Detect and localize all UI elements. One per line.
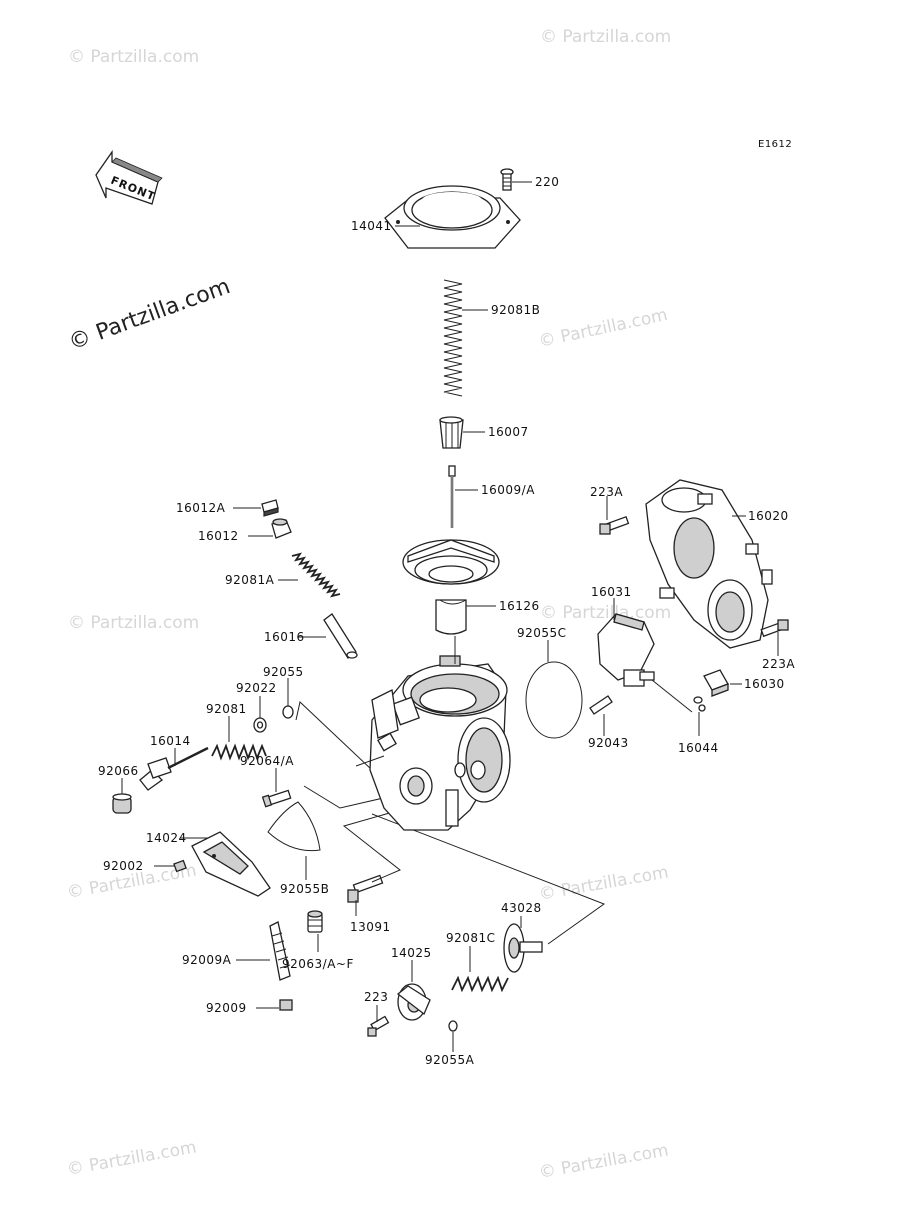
label-16031: 16031 [591,585,632,599]
watermark-text: © Partzilla.com [537,1140,670,1182]
watermark-layer: © Partzilla.com © Partzilla.com © Partzi… [65,27,671,1183]
label-223: 223 [364,990,388,1004]
cover-14024 [191,831,271,897]
clip-16012a [261,499,279,517]
label-92022: 92022 [236,681,277,695]
screw-92009a [269,921,291,981]
screw-92009 [279,999,293,1011]
label-220: 220 [535,175,559,189]
lever-16031 [597,613,655,687]
screw-16014 [139,746,209,791]
label-92081b: 92081B [491,303,540,317]
needle-16009 [448,465,456,528]
fitting-92064a [261,789,292,808]
label-16012a: 16012A [176,501,226,515]
jet-92063 [307,910,323,933]
label-92066: 92066 [98,764,139,778]
label-13091: 13091 [350,920,391,934]
cover-16020 [645,479,773,649]
diagram-code: E1612 [758,139,792,150]
cover-14041 [384,185,521,249]
watermark-text: © Partzilla.com [68,47,199,67]
spring-92081c [451,975,509,993]
diaphragm-16126 [402,539,500,635]
label-16012: 16012 [198,529,239,543]
label-223a-right: 223A [762,657,795,671]
label-16030: 16030 [744,677,785,691]
label-16007: 16007 [488,425,529,439]
cap-16012 [271,518,292,539]
oring-92055c [525,661,583,739]
oring-92055a [448,1020,458,1032]
watermark-text: © Partzilla.com [537,862,670,904]
watermark-text: © Partzilla.com [540,603,671,623]
label-223a-top: 223A [590,485,623,499]
plunger-16016 [323,613,358,659]
label-92009: 92009 [206,1001,247,1015]
screw-223a-right [760,619,789,638]
oring-92055 [282,705,294,719]
label-14041: 14041 [351,219,392,233]
screw-92002 [173,859,187,873]
screw-223 [367,1015,390,1037]
watermark-main: © Partzilla.com [66,274,234,356]
spring-92081 [211,743,267,761]
watermark-text: © Partzilla.com [68,613,199,633]
cap-16030 [703,669,729,697]
clip-16044 [693,696,706,712]
cover-14025 [396,983,431,1021]
label-92009a: 92009A [182,953,232,967]
watermark-text: © Partzilla.com [537,305,669,352]
label-16044: 16044 [678,741,719,755]
label-92064a: 92064/A [240,754,294,768]
label-16016: 16016 [264,630,305,644]
label-92055: 92055 [263,665,304,679]
label-16014: 16014 [150,734,191,748]
watermark-text: © Partzilla.com [540,27,671,47]
screw-223a-top [599,515,630,535]
pin-92043 [589,695,613,715]
label-16009a: 16009/A [481,483,535,497]
screw-220 [500,168,514,191]
spring-92081a [291,552,341,598]
label-16126: 16126 [499,599,540,613]
carburetor-body [355,655,511,831]
watermark-text: © Partzilla.com [65,1137,198,1179]
label-14024: 14024 [146,831,187,845]
diaphragm-43028 [503,923,543,973]
label-14025: 14025 [391,946,432,960]
label-92002: 92002 [103,859,144,873]
label-43028: 43028 [501,901,542,915]
oring-92055b [267,801,321,852]
spring-92081b [443,278,463,397]
label-92043: 92043 [588,736,629,750]
bolt-13091 [347,874,384,903]
label-92081a: 92081A [225,573,275,587]
label-92081: 92081 [206,702,247,716]
label-92055b: 92055B [280,882,329,896]
assembly-leaders [295,701,606,945]
washer-92022 [253,717,267,733]
label-92063af: 92063/A~F [282,957,354,971]
label-16020: 16020 [748,509,789,523]
holder-16007 [439,416,464,449]
plug-92066 [112,793,132,814]
label-92055c: 92055C [517,626,567,640]
label-92055a: 92055A [425,1053,475,1067]
front-arrow-icon: FRONT [95,149,163,205]
label-92081c: 92081C [446,931,496,945]
